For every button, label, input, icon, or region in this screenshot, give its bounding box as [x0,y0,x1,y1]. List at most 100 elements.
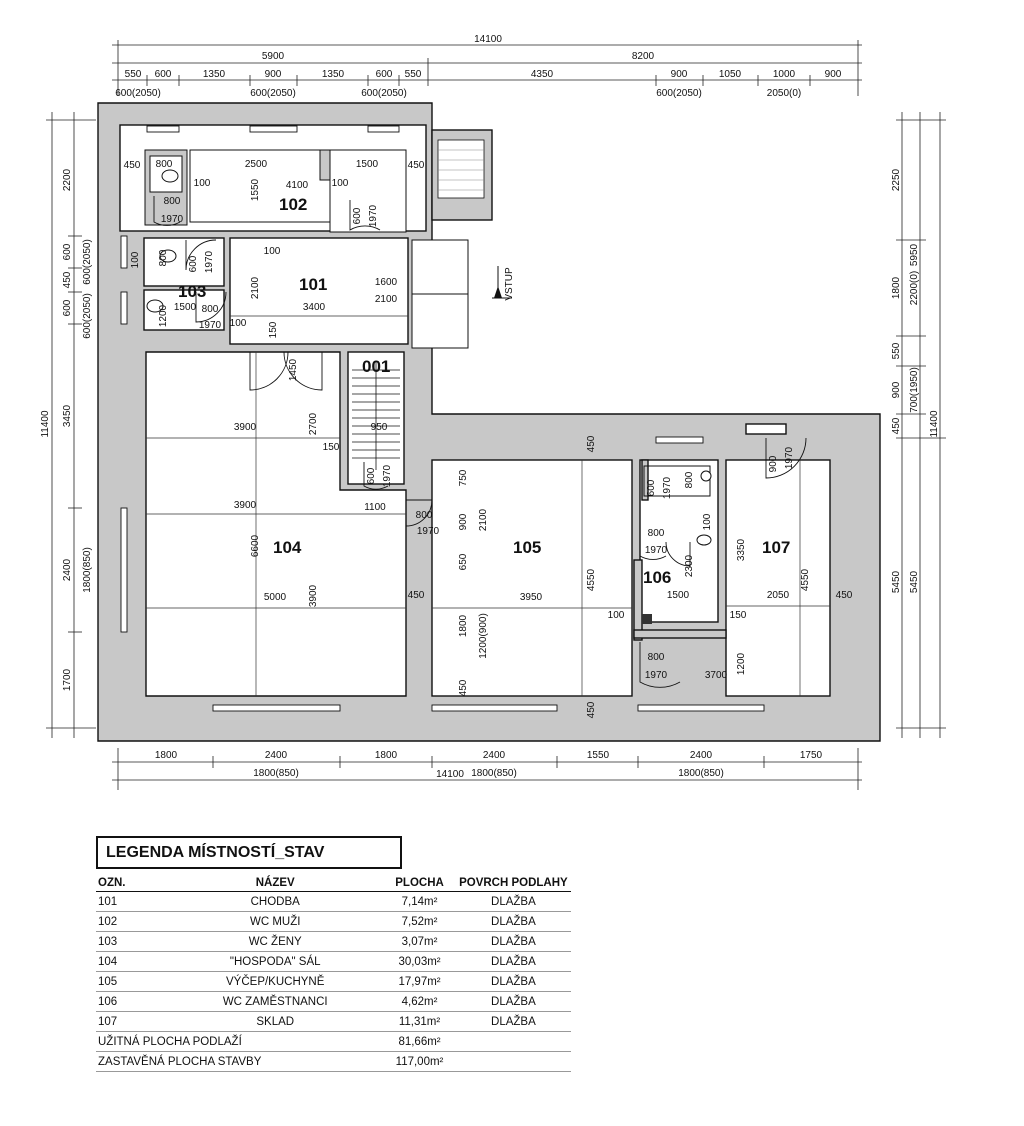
legend-cell: DLAŽBA [455,971,571,992]
dim-text: 1100 [364,502,386,513]
dim-text: 6600 [250,534,261,557]
dim-text: 1000 [773,69,796,80]
dim-text: 1970 [204,250,215,273]
room-label-001: 001 [362,357,390,376]
dim-text: 14100 [474,34,502,45]
dim-text: 2050(0) [767,88,801,99]
dim-text: 450 [836,590,853,601]
dim-text: 14100 [436,769,464,780]
dim-text: 100 [130,251,141,268]
dim-text: 800 [416,510,433,521]
dim-text: 3900 [234,500,257,511]
room-labels: 102 101 103 001 104 105 106 107 [178,195,790,587]
legend-row: 103 WC ŽENY 3,07m² DLAŽBA [96,931,571,952]
dim-text: 600 [352,207,363,224]
dim-text: 2100 [375,294,398,305]
room-107-floor [725,459,831,697]
dim-text: 1800 [891,276,902,299]
dim-text: 450 [62,271,73,288]
dim-text: 5950 [909,243,920,266]
dim-text: 1800(850) [253,768,299,779]
dim-text: 600(2050) [361,88,407,99]
dim-text: 1970 [645,545,668,556]
dim-text: 1800 [155,750,178,761]
dim-text: 2700 [308,412,319,435]
dim-text: 3900 [234,422,257,433]
dim-text: 3700 [705,670,728,681]
room-label-104: 104 [273,538,302,557]
interior-dimensions: 450 800 2500 1500 450 100 4100 100 1550 … [124,159,853,718]
dim-text: 600(2050) [115,88,161,99]
dim-text: 900 [458,513,469,530]
legend-row: 107 SKLAD 11,31m² DLAŽBA [96,1011,571,1032]
dim-text: 600 [62,299,73,316]
legend-cell: DLAŽBA [455,1011,571,1032]
legend-cell: 4,62m² [383,991,456,1012]
dim-text: 2500 [245,159,268,170]
dim-text: 1500 [356,159,379,170]
dim-text: 450 [124,160,141,171]
building [97,102,881,742]
dim-text: 1550 [587,750,610,761]
dim-text: 2200(0) [909,271,920,305]
dim-text: 1800(850) [82,547,93,593]
dim-text: 450 [586,435,597,452]
legend-empty-cell [455,1051,571,1072]
legend-row: 102 WC MUŽI 7,52m² DLAŽBA [96,911,571,932]
doors [153,196,807,688]
dim-text: 5900 [262,51,285,62]
entrance-label: VSTUP [504,267,515,301]
dim-text: 1970 [161,214,184,225]
legend-cell: 103 [96,931,168,952]
dim-text: 900 [891,381,902,398]
dim-text: 450 [891,417,902,434]
legend-total-label: UŽITNÁ PLOCHA PODLAŽÍ [96,1031,384,1052]
dim-text: 100 [332,178,349,189]
legend-row: 105 VÝČEP/KUCHYNĚ 17,97m² DLAŽBA [96,971,571,992]
dim-text: 11400 [40,410,51,438]
legend-header-cell: PLOCHA [383,874,456,892]
dim-text: 600(2050) [250,88,296,99]
dim-text: 100 [608,610,625,621]
dim-text: 600 [155,69,172,80]
room-101-floor [229,237,409,345]
room-label-105: 105 [513,538,541,557]
legend-cell: DLAŽBA [455,931,571,952]
dim-text: 150 [730,610,747,621]
room-label-103: 103 [178,282,206,301]
dim-text: 1500 [667,590,690,601]
legend-empty-cell [455,1031,571,1052]
dimension-lines [46,40,946,790]
legend-cell: VÝČEP/KUCHYNĚ [167,971,384,992]
dim-text: 1500 [174,302,197,313]
dim-text: 650 [458,553,469,570]
dim-text: 1970 [662,476,673,499]
legend-cell: "HOSPODA" SÁL [167,951,384,972]
dim-text: 1550 [250,178,261,201]
legend-cell: WC MUŽI [167,911,384,932]
dim-text: 1350 [203,69,226,80]
dim-text: 1970 [645,670,668,681]
legend-total-label: ZASTAVĚNÁ PLOCHA STAVBY [96,1051,384,1072]
dim-text: 1600 [375,277,398,288]
dim-text: 4100 [286,180,309,191]
legend-total-row: ZASTAVĚNÁ PLOCHA STAVBY 117,00m² [96,1051,571,1072]
dim-text: 2250 [891,168,902,191]
room-103a-floor [143,237,225,287]
dim-text: 3400 [303,302,326,313]
dim-text: 1200 [736,652,747,675]
dim-text: 600(2050) [656,88,702,99]
dim-text: 800 [158,249,169,266]
room-label-101: 101 [299,275,327,294]
legend-cell: CHODBA [167,891,384,912]
dim-text: 800 [156,159,173,170]
dim-text: 3950 [520,592,543,603]
dim-text: 1200 [158,304,169,327]
legend-cell: DLAŽBA [455,911,571,932]
legend-cell: 102 [96,911,168,932]
dim-text: 11400 [929,410,940,438]
dim-text: 100 [702,513,713,530]
dim-text: 1800 [375,750,398,761]
dim-text: 2400 [62,558,73,581]
dim-text: 8200 [632,51,655,62]
